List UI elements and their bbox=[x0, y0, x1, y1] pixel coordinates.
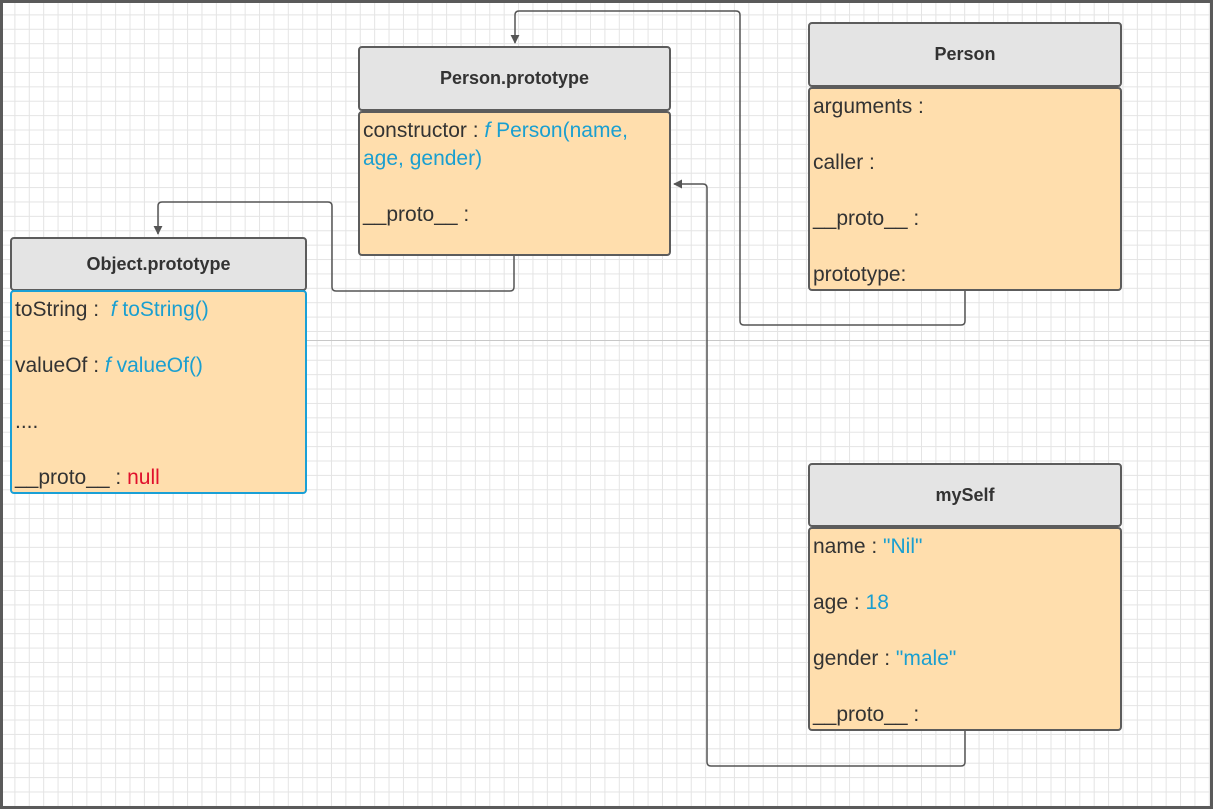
canvas-divider bbox=[0, 340, 1213, 341]
name-key: name : bbox=[813, 535, 884, 558]
person-prototype-node[interactable]: Person.prototype constructor : f Person(… bbox=[358, 46, 671, 256]
proto-row: __proto__ : null bbox=[15, 464, 301, 492]
tostring-key: toString : bbox=[15, 298, 111, 321]
tostring-value: toString() bbox=[116, 298, 209, 321]
name-value: "Nil" bbox=[883, 535, 923, 558]
ellipsis-text: .... bbox=[15, 410, 39, 433]
constructor-key: constructor : bbox=[363, 119, 485, 142]
myself-node[interactable]: mySelf name : "Nil" age : 18 gender : "m… bbox=[808, 463, 1122, 731]
proto-row: __proto__ : bbox=[363, 201, 665, 229]
proto-key: __proto__ : bbox=[813, 703, 920, 726]
age-key: age : bbox=[813, 591, 866, 614]
ellipsis-row: .... bbox=[15, 408, 301, 436]
valueof-key: valueOf : bbox=[15, 354, 105, 377]
arguments-row: arguments : bbox=[813, 93, 1116, 121]
prototype-key: prototype: bbox=[813, 263, 907, 286]
myself-body: name : "Nil" age : 18 gender : "male" __… bbox=[808, 527, 1122, 731]
age-row: age : 18 bbox=[813, 589, 1116, 617]
tostring-row: toString : f toString() bbox=[15, 296, 301, 324]
myself-header: mySelf bbox=[808, 463, 1122, 527]
proto-key: __proto__ : bbox=[813, 207, 920, 230]
object-prototype-header: Object.prototype bbox=[10, 237, 307, 291]
object-prototype-node[interactable]: Object.prototype toString : f toString()… bbox=[10, 237, 307, 494]
myself-title: mySelf bbox=[935, 484, 995, 505]
caller-key: caller : bbox=[813, 151, 875, 174]
prototype-row: prototype: bbox=[813, 261, 1116, 289]
person-prototype-title: Person.prototype bbox=[439, 68, 590, 88]
gender-key: gender : bbox=[813, 647, 896, 670]
person-body: arguments : caller : __proto__ : prototy… bbox=[808, 87, 1122, 291]
valueof-row: valueOf : f valueOf() bbox=[15, 352, 301, 380]
gender-value: "male" bbox=[895, 647, 957, 670]
person-prototype-header: Person.prototype bbox=[358, 46, 671, 111]
age-value: 18 bbox=[865, 591, 889, 614]
gender-row: gender : "male" bbox=[813, 645, 1116, 673]
valueof-value: valueOf() bbox=[110, 354, 203, 377]
function-glyph: f bbox=[110, 298, 117, 321]
proto-null-value: null bbox=[127, 466, 160, 489]
constructor-row: constructor : f Person(name, age, gender… bbox=[363, 117, 665, 173]
object-prototype-body: toString : f toString() valueOf : f valu… bbox=[10, 290, 307, 494]
function-glyph: f bbox=[104, 354, 111, 377]
function-glyph: f bbox=[484, 119, 491, 142]
proto-key: __proto__ : bbox=[15, 466, 128, 489]
object-prototype-title: Object.prototype bbox=[86, 253, 231, 274]
name-row: name : "Nil" bbox=[813, 533, 1116, 561]
person-title: Person bbox=[934, 44, 996, 64]
person-node[interactable]: Person arguments : caller : __proto__ : … bbox=[808, 22, 1122, 291]
connector-myself-to-person-prototype[interactable] bbox=[673, 179, 966, 767]
proto-row: __proto__ : bbox=[813, 205, 1116, 233]
connector-person-to-person-prototype[interactable] bbox=[510, 10, 966, 326]
constructor-value: Person(name, age, gender) bbox=[363, 119, 628, 170]
arguments-key: arguments : bbox=[813, 95, 924, 118]
person-header: Person bbox=[808, 22, 1122, 87]
connector-person-prototype-to-object-prototype[interactable] bbox=[153, 201, 515, 292]
proto-key: __proto__ : bbox=[363, 203, 470, 226]
person-prototype-body: constructor : f Person(name, age, gender… bbox=[358, 111, 671, 256]
proto-row: __proto__ : bbox=[813, 701, 1116, 729]
caller-row: caller : bbox=[813, 149, 1116, 177]
